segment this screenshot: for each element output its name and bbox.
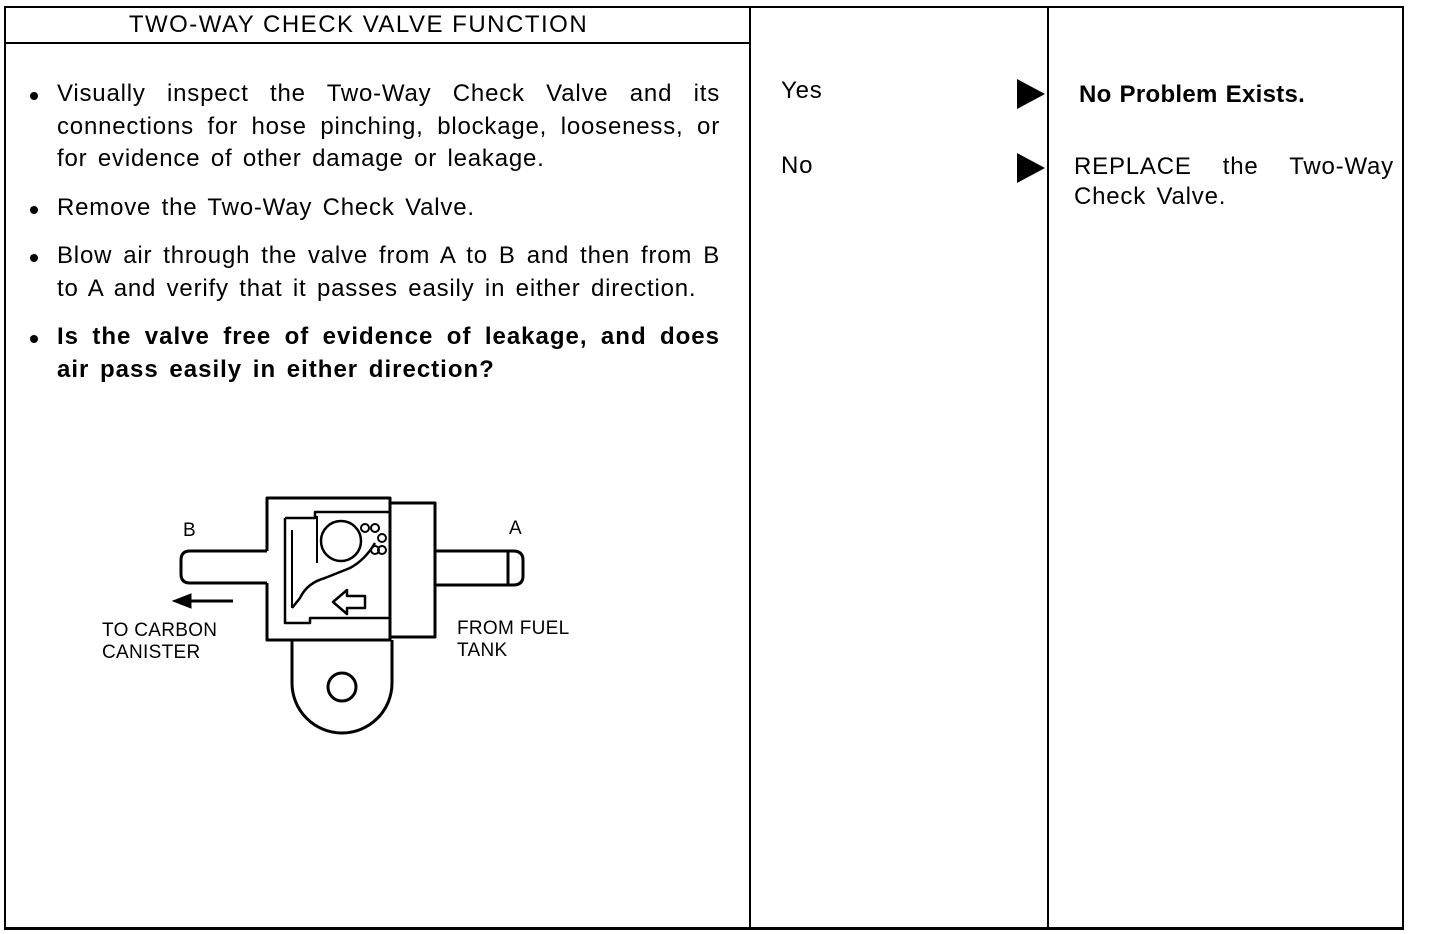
bullet-icon: [30, 335, 38, 343]
list-item: Remove the Two-Way Check Valve.: [30, 192, 720, 225]
check-valve-illustration: [171, 496, 525, 735]
step-text: Visually inspect the Two-Way Check Valve…: [57, 80, 720, 172]
question-text: Is the valve free of evidence of leakage…: [57, 323, 720, 383]
valve-flange: [388, 501, 437, 639]
page-title: TWO-WAY CHECK VALVE FUNCTION: [128, 11, 589, 38]
step-text: Blow air through the valve from A to B a…: [57, 242, 720, 302]
check-ball: [319, 519, 363, 563]
inspection-steps: Visually inspect the Two-Way Check Valve…: [30, 78, 720, 402]
nipple-b: [179, 549, 267, 585]
nipple-a: [435, 549, 525, 587]
result-yes: No Problem Exists.: [1079, 81, 1306, 108]
column-divider: [1047, 6, 1049, 930]
triangle-right-icon: [1017, 79, 1045, 109]
step-text: Remove the Two-Way Check Valve.: [57, 193, 475, 221]
answer-yes: Yes: [781, 77, 823, 104]
port-a-label: A: [509, 518, 522, 539]
mounting-tab: [290, 640, 394, 735]
list-item: Is the valve free of evidence of leakage…: [30, 321, 720, 386]
port-b-label: B: [183, 520, 196, 541]
flow-arrow: [171, 593, 233, 609]
bullet-icon: [30, 205, 38, 214]
bullet-icon: [30, 254, 38, 262]
mount-hole: [326, 671, 358, 703]
result-no: REPLACE the Two-Way Check Valve.: [1074, 153, 1394, 210]
test-step-header: TWO-WAY CHECK VALVE FUNCTION: [6, 8, 749, 44]
bullet-icon: [30, 92, 38, 100]
inner-flow-arrow: [331, 588, 367, 616]
triangle-right-icon: [1017, 153, 1045, 183]
list-item: Blow air through the valve from A to B a…: [30, 240, 720, 305]
table-frame: [4, 6, 1404, 930]
column-divider: [749, 6, 751, 930]
answer-no: No: [781, 152, 814, 179]
list-item: Visually inspect the Two-Way Check Valve…: [30, 78, 720, 176]
